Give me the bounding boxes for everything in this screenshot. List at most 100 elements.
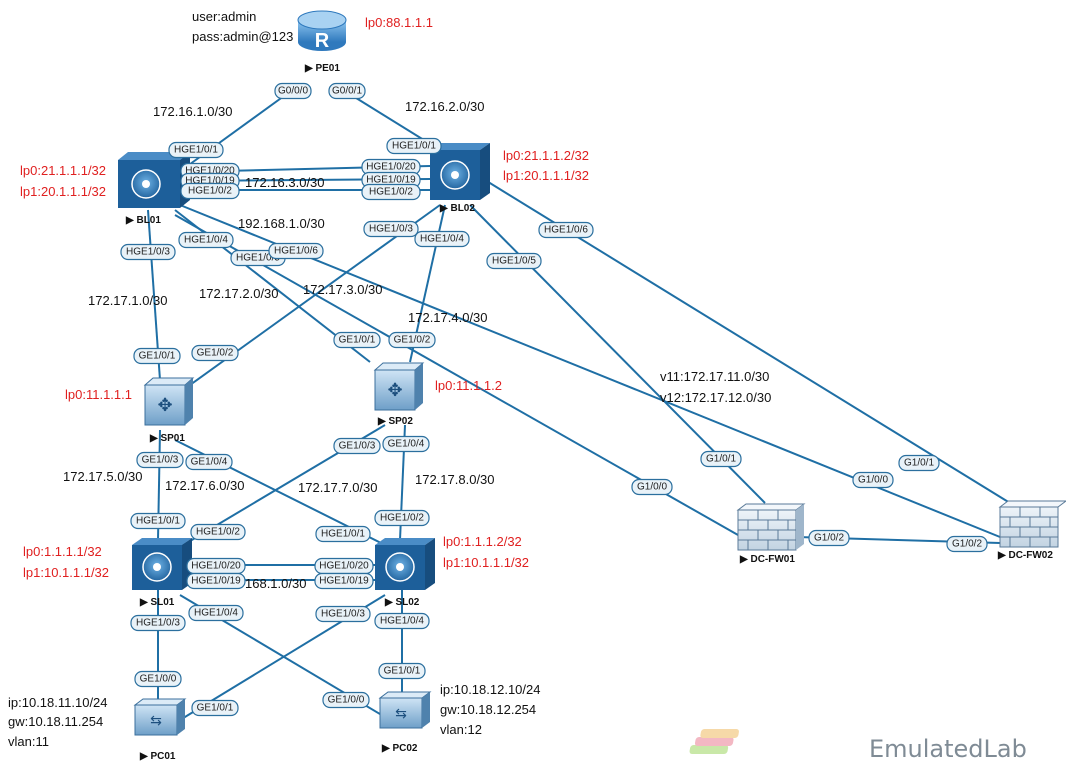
port-badge-bl02-h3: HGE1/0/3 bbox=[363, 220, 419, 238]
port-badge-sl02-h3: HGE1/0/3 bbox=[315, 605, 371, 623]
port-label: G0/0/0 bbox=[278, 86, 308, 97]
port-badge-bl01-h6: HGE1/0/6 bbox=[268, 242, 324, 260]
bl02-name: BL02 bbox=[450, 203, 475, 214]
switch-sl02[interactable] bbox=[375, 538, 435, 590]
port-label: G1/0/1 bbox=[904, 458, 934, 469]
pc02-switch[interactable]: ⇆ bbox=[378, 691, 432, 729]
port-label: HGE1/0/5 bbox=[236, 253, 280, 264]
port-label: HGE1/0/2 bbox=[196, 527, 240, 538]
pc01-ip: ip:10.18.11.10/24 bbox=[8, 695, 108, 710]
port-label: GE1/0/1 bbox=[139, 351, 176, 362]
switch-sl01[interactable] bbox=[132, 538, 192, 590]
stack-logo-icon bbox=[689, 729, 739, 754]
subnet-sl-sl: 168.1.0/30 bbox=[245, 576, 306, 591]
port-label: GE1/0/0 bbox=[140, 674, 177, 685]
port-badge-sp01-g1: GE1/0/1 bbox=[133, 347, 181, 365]
switch-bl01[interactable] bbox=[118, 152, 190, 208]
port-badge-sp01-g2: GE1/0/2 bbox=[191, 344, 239, 362]
pe01-loopback: lp0:88.1.1.1 bbox=[365, 15, 433, 30]
port-badge-fw02-g1: G1/0/1 bbox=[898, 454, 940, 472]
port-badge-bl02-h5: HGE1/0/5 bbox=[486, 252, 542, 270]
port-label: HGE1/0/1 bbox=[392, 141, 436, 152]
svg-text:▶ BL01: ▶ BL01 bbox=[125, 215, 161, 226]
port-badge-sp02-g2: GE1/0/2 bbox=[388, 331, 436, 349]
router-pe01[interactable]: R bbox=[297, 10, 347, 52]
port-label: HGE1/0/1 bbox=[321, 529, 365, 540]
subnet-sp01-sl02: 172.17.6.0/30 bbox=[165, 478, 245, 493]
port-labels: G0/0/0 G0/0/1 HGE1/0/1 HGE1/0/20 HGE1/0/… bbox=[120, 82, 988, 717]
device-labels: ▶ PE01 ▶ BL01 ▶ BL02 ▶ SP01 ▶ SP02 ▶ SL0… bbox=[125, 63, 1053, 762]
port-badge-sl01-h19: HGE1/0/19 bbox=[186, 572, 246, 590]
port-badge-sl02-h20: HGE1/0/20 bbox=[314, 557, 374, 575]
port-label: HGE1/0/5 bbox=[492, 256, 536, 267]
port-badge-sp02-g1: GE1/0/1 bbox=[333, 331, 381, 349]
info-text: user:admin pass:admin@123 ip:10.18.11.10… bbox=[8, 9, 540, 749]
port-badge-sl01-h4: HGE1/0/4 bbox=[188, 604, 244, 622]
port-badge-pe-g001: G0/0/1 bbox=[328, 82, 366, 100]
port-badge-bl01-h2: HGE1/0/2 bbox=[180, 182, 240, 200]
port-badge-sl02-h2: HGE1/0/2 bbox=[374, 509, 430, 527]
port-label: GE1/0/4 bbox=[388, 439, 425, 450]
router-sp01[interactable]: ✥ bbox=[143, 377, 195, 426]
firewall-dc-fw01[interactable] bbox=[736, 503, 806, 551]
port-badge-pe-g000: G0/0/0 bbox=[274, 82, 312, 100]
subnet-bl01-sp01: 172.17.1.0/30 bbox=[88, 293, 168, 308]
bl01-name: BL01 bbox=[136, 215, 161, 226]
port-label: GE1/0/1 bbox=[339, 335, 376, 346]
svg-text:✥: ✥ bbox=[387, 380, 402, 401]
sp01-loopback: lp0:11.1.1.1 bbox=[65, 387, 132, 402]
subnet-bl-bl: 172.16.3.0/30 bbox=[245, 175, 325, 190]
port-label: HGE1/0/3 bbox=[321, 609, 365, 620]
subnet-fw-v11: v11:172.17.11.0/30 bbox=[660, 369, 769, 384]
subnet-labels: 172.16.1.0/30 172.16.2.0/30 172.16.3.0/3… bbox=[63, 99, 771, 591]
router-sp02[interactable]: ✥ bbox=[373, 362, 425, 411]
port-label: GE1/0/1 bbox=[384, 666, 421, 677]
pc02-vlan: vlan:12 bbox=[440, 722, 482, 737]
port-label: HGE1/0/1 bbox=[136, 516, 180, 527]
firewall-dc-fw02[interactable] bbox=[998, 500, 1066, 548]
pc01-switch[interactable]: ⇆ bbox=[133, 698, 187, 736]
port-label: G0/0/1 bbox=[332, 86, 362, 97]
logo-text: EmulatedLab bbox=[869, 735, 1027, 763]
subnet-sp02-sl02: 172.17.8.0/30 bbox=[415, 472, 495, 487]
port-label: G1/0/0 bbox=[858, 475, 888, 486]
subnet-fw-v12: v12:172.17.12.0/30 bbox=[660, 390, 771, 405]
port-badge-bl01-h3: HGE1/0/3 bbox=[120, 243, 176, 261]
port-badge-fw01-g2: G1/0/2 bbox=[808, 529, 850, 547]
subnet-bl02-sp02: 172.17.4.0/30 bbox=[408, 310, 488, 325]
bl01-lp0: lp0:21.1.1.1/32 bbox=[20, 163, 106, 178]
sp01-name: SP01 bbox=[160, 433, 185, 444]
port-badge-sl01-h20: HGE1/0/20 bbox=[186, 557, 246, 575]
svg-text:▶ SP02: ▶ SP02 bbox=[377, 416, 413, 427]
subnet-pe-bl01: 172.16.1.0/30 bbox=[153, 104, 233, 119]
port-label: HGE1/0/2 bbox=[188, 186, 232, 197]
pc02-name: PC02 bbox=[392, 743, 417, 754]
fw02-name: DC-FW02 bbox=[1008, 550, 1053, 561]
svg-text:▶ DC-FW02: ▶ DC-FW02 bbox=[997, 550, 1053, 561]
svg-text:✥: ✥ bbox=[157, 395, 172, 416]
sl01-lp1: lp1:10.1.1.1/32 bbox=[23, 565, 109, 580]
port-label: G1/0/2 bbox=[814, 533, 844, 544]
credentials-user: user:admin bbox=[192, 9, 256, 24]
svg-text:⇆: ⇆ bbox=[150, 713, 162, 729]
port-badge-sl02-h1: HGE1/0/1 bbox=[315, 525, 371, 543]
port-badge-sl01-h1: HGE1/0/1 bbox=[130, 512, 186, 530]
pc02-gw: gw:10.18.12.254 bbox=[440, 702, 536, 717]
port-badge-sl02-h19: HGE1/0/19 bbox=[314, 572, 374, 590]
switch-bl02[interactable] bbox=[430, 143, 490, 200]
port-label: HGE1/0/20 bbox=[366, 162, 416, 173]
sl02-lp1: lp1:10.1.1.1/32 bbox=[443, 555, 529, 570]
subnet-bl02-sp01: 172.17.3.0/30 bbox=[303, 282, 383, 297]
port-label: GE1/0/3 bbox=[339, 441, 376, 452]
port-badge-bl01-h4: HGE1/0/4 bbox=[178, 231, 234, 249]
port-label: HGE1/0/20 bbox=[191, 561, 241, 572]
port-label: GE1/0/1 bbox=[197, 703, 234, 714]
port-label: G1/0/0 bbox=[637, 482, 667, 493]
port-label: GE1/0/2 bbox=[394, 335, 431, 346]
port-badge-bl02-h2: HGE1/0/2 bbox=[361, 183, 421, 201]
sl01-name: SL01 bbox=[150, 597, 174, 608]
port-label: GE1/0/2 bbox=[197, 348, 234, 359]
port-label: HGE1/0/20 bbox=[185, 166, 235, 177]
svg-text:▶ SP01: ▶ SP01 bbox=[149, 433, 185, 444]
